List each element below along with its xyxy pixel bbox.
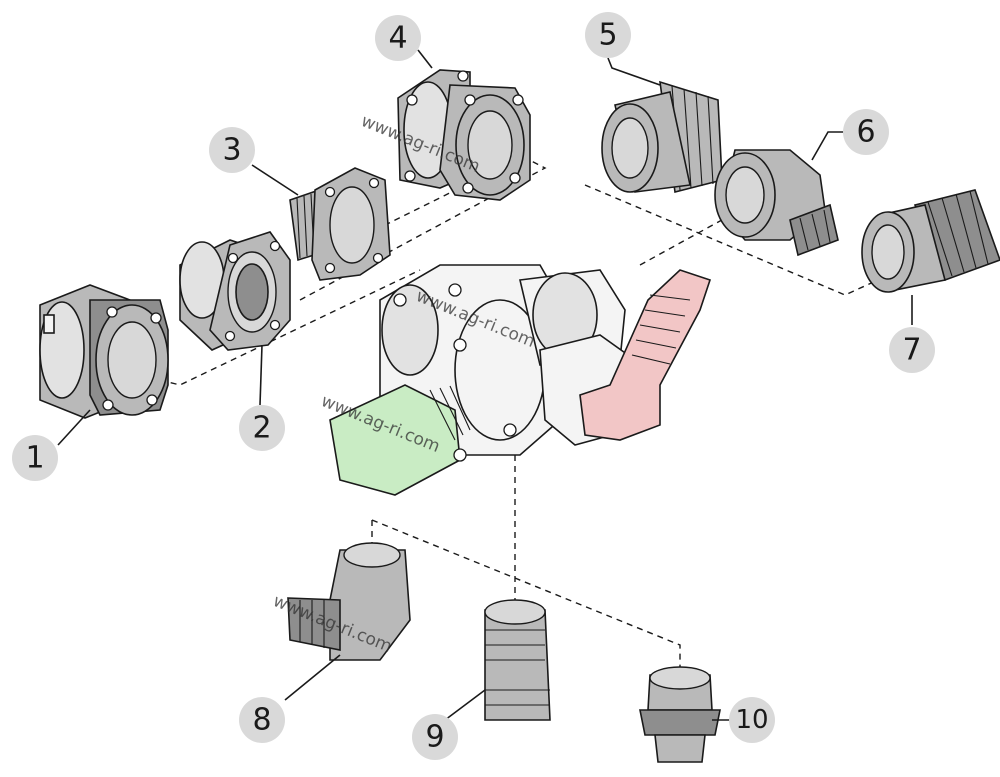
svg-text:2: 2 xyxy=(252,411,271,446)
callout-2: 2 xyxy=(239,405,285,451)
central-valve-assembly xyxy=(329,264,712,496)
svg-text:10: 10 xyxy=(735,705,768,735)
svg-text:8: 8 xyxy=(252,703,271,738)
callout-10: 10 xyxy=(729,697,775,743)
leader-6 xyxy=(811,131,845,161)
callout-9: 9 xyxy=(412,714,458,760)
part-3-male-flange xyxy=(289,167,391,281)
svg-text:5: 5 xyxy=(598,18,617,53)
callout-7: 7 xyxy=(889,327,935,373)
leader-5 xyxy=(607,57,661,86)
svg-text:7: 7 xyxy=(902,333,921,368)
leader-1 xyxy=(57,409,91,446)
part-1-flange-coupling xyxy=(39,284,169,419)
part-10-hex-nipple xyxy=(639,666,721,763)
part-9-straight-barb xyxy=(484,599,551,721)
callout-6: 6 xyxy=(843,109,889,155)
callout-5: 5 xyxy=(585,12,631,58)
leader-lines xyxy=(57,49,913,721)
callouts: 1 2 3 4 5 6 7 8 xyxy=(12,12,935,760)
dash-line-part6 xyxy=(639,209,741,266)
part-2-threaded-flange xyxy=(179,231,291,351)
svg-text:4: 4 xyxy=(388,21,407,56)
svg-text:3: 3 xyxy=(222,133,241,168)
part-4-double-flange xyxy=(397,69,531,201)
part-7-straight-barb xyxy=(861,189,1000,293)
leader-4 xyxy=(417,49,433,69)
leader-8 xyxy=(284,654,341,701)
dash-line-part1 xyxy=(159,269,421,386)
callout-8: 8 xyxy=(239,697,285,743)
leader-3 xyxy=(251,164,299,196)
callout-3: 3 xyxy=(209,127,255,173)
leader-2 xyxy=(259,344,263,406)
svg-text:1: 1 xyxy=(25,441,44,476)
part-8-elbow-barb xyxy=(287,542,411,661)
dash-line-part10 xyxy=(371,519,681,670)
part-5-threaded-nipple xyxy=(601,80,723,193)
svg-text:6: 6 xyxy=(856,115,875,150)
leader-9 xyxy=(444,689,486,721)
svg-text:9: 9 xyxy=(425,720,444,755)
callout-1: 1 xyxy=(12,435,58,481)
callout-4: 4 xyxy=(375,15,421,61)
part-6-elbow-barb xyxy=(714,149,839,257)
